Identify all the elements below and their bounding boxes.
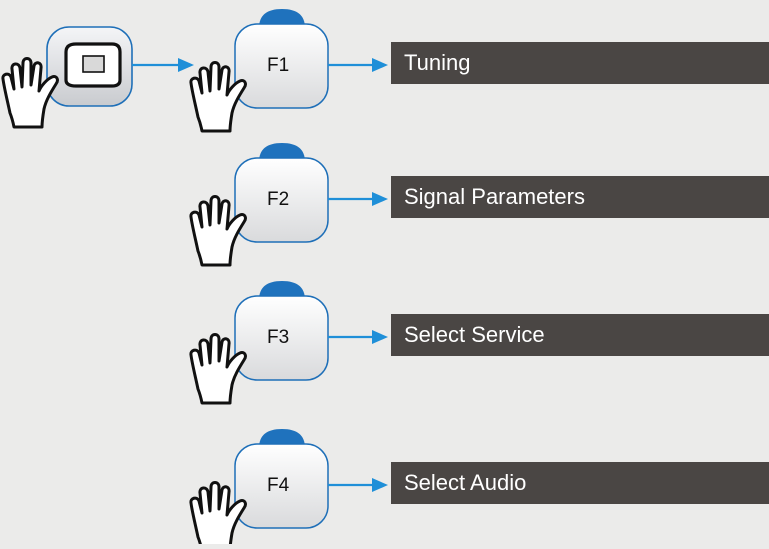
function-key-f3[interactable] (234, 281, 329, 381)
function-key-f1[interactable] (234, 9, 329, 109)
function-key-label: F1 (267, 55, 290, 76)
menu-option-bar: Select Service (391, 314, 769, 356)
function-key-f2[interactable] (234, 143, 329, 243)
menu-option-bar: Signal Parameters (391, 176, 769, 218)
connector-arrow (132, 58, 194, 72)
menu-option-bar: Select Audio (391, 462, 769, 504)
function-key-f4[interactable] (234, 429, 329, 529)
function-key-label: F3 (267, 327, 290, 348)
function-key-label: F4 (267, 475, 290, 496)
menu-button-icon[interactable] (46, 26, 133, 107)
function-key-label: F2 (267, 189, 290, 210)
connector-arrow (328, 330, 388, 344)
menu-option-bar: Tuning (391, 42, 769, 84)
connector-arrow (328, 192, 388, 206)
connector-arrow (328, 58, 388, 72)
connector-arrow (328, 478, 388, 492)
